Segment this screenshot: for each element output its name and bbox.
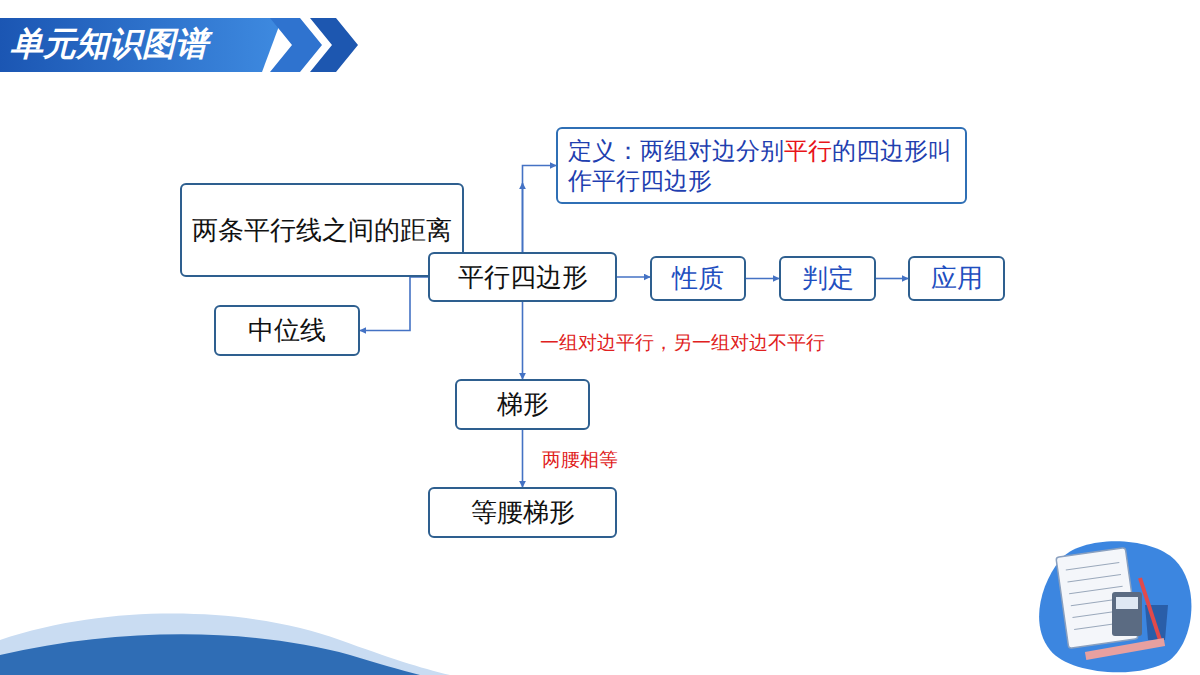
edge-label: 两腰相等 bbox=[540, 447, 620, 473]
node-text: 等腰梯形 bbox=[471, 496, 575, 529]
definition-box: 定义：两组对边分别平行的四边形叫作平行四边形 bbox=[556, 127, 967, 204]
node-text: 平行四边形 bbox=[458, 261, 588, 294]
slide-title: 单元知识图谱 bbox=[10, 22, 208, 67]
node-text: 判定 bbox=[802, 262, 854, 295]
concept-box: 等腰梯形 bbox=[428, 487, 617, 538]
connector-arrow bbox=[522, 430, 524, 487]
bottom-wave bbox=[0, 634, 420, 675]
connector-arrow bbox=[522, 302, 524, 379]
illustration-screen bbox=[1116, 597, 1138, 609]
banner-chevron bbox=[310, 18, 358, 72]
concept-box: 中位线 bbox=[214, 305, 360, 356]
connector-arrow bbox=[523, 166, 557, 253]
node-text: 定义：两组对边分别平行的四边形叫作平行四边形 bbox=[568, 136, 955, 196]
concept-box: 梯形 bbox=[455, 379, 590, 430]
edge-label: 一组对边平行，另一组对边不平行 bbox=[538, 330, 827, 356]
node-text: 中位线 bbox=[248, 314, 326, 347]
step-box: 判定 bbox=[779, 256, 876, 301]
title-banner bbox=[0, 18, 282, 72]
connector-arrow bbox=[876, 278, 908, 280]
node-text: 应用 bbox=[931, 262, 983, 295]
bottom-wave bbox=[0, 614, 450, 675]
step-box: 应用 bbox=[908, 256, 1005, 301]
illustration-ruler bbox=[1085, 638, 1165, 660]
banner-chevron bbox=[270, 18, 322, 72]
illustration-pencil bbox=[1140, 578, 1160, 640]
illustration-calculator bbox=[1112, 592, 1142, 636]
node-text: 两条平行线之间的距离 bbox=[192, 214, 452, 247]
step-box: 性质 bbox=[650, 256, 746, 301]
connector-arrow bbox=[360, 277, 428, 331]
connector-arrow bbox=[746, 278, 779, 280]
node-text: 性质 bbox=[672, 262, 724, 295]
central-box: 平行四边形 bbox=[428, 252, 617, 302]
math-illustration bbox=[1039, 541, 1191, 672]
illustration-blob bbox=[1039, 541, 1191, 672]
connector-arrow bbox=[617, 276, 650, 278]
concept-box: 两条平行线之间的距离 bbox=[180, 183, 464, 277]
node-text: 梯形 bbox=[497, 388, 549, 421]
